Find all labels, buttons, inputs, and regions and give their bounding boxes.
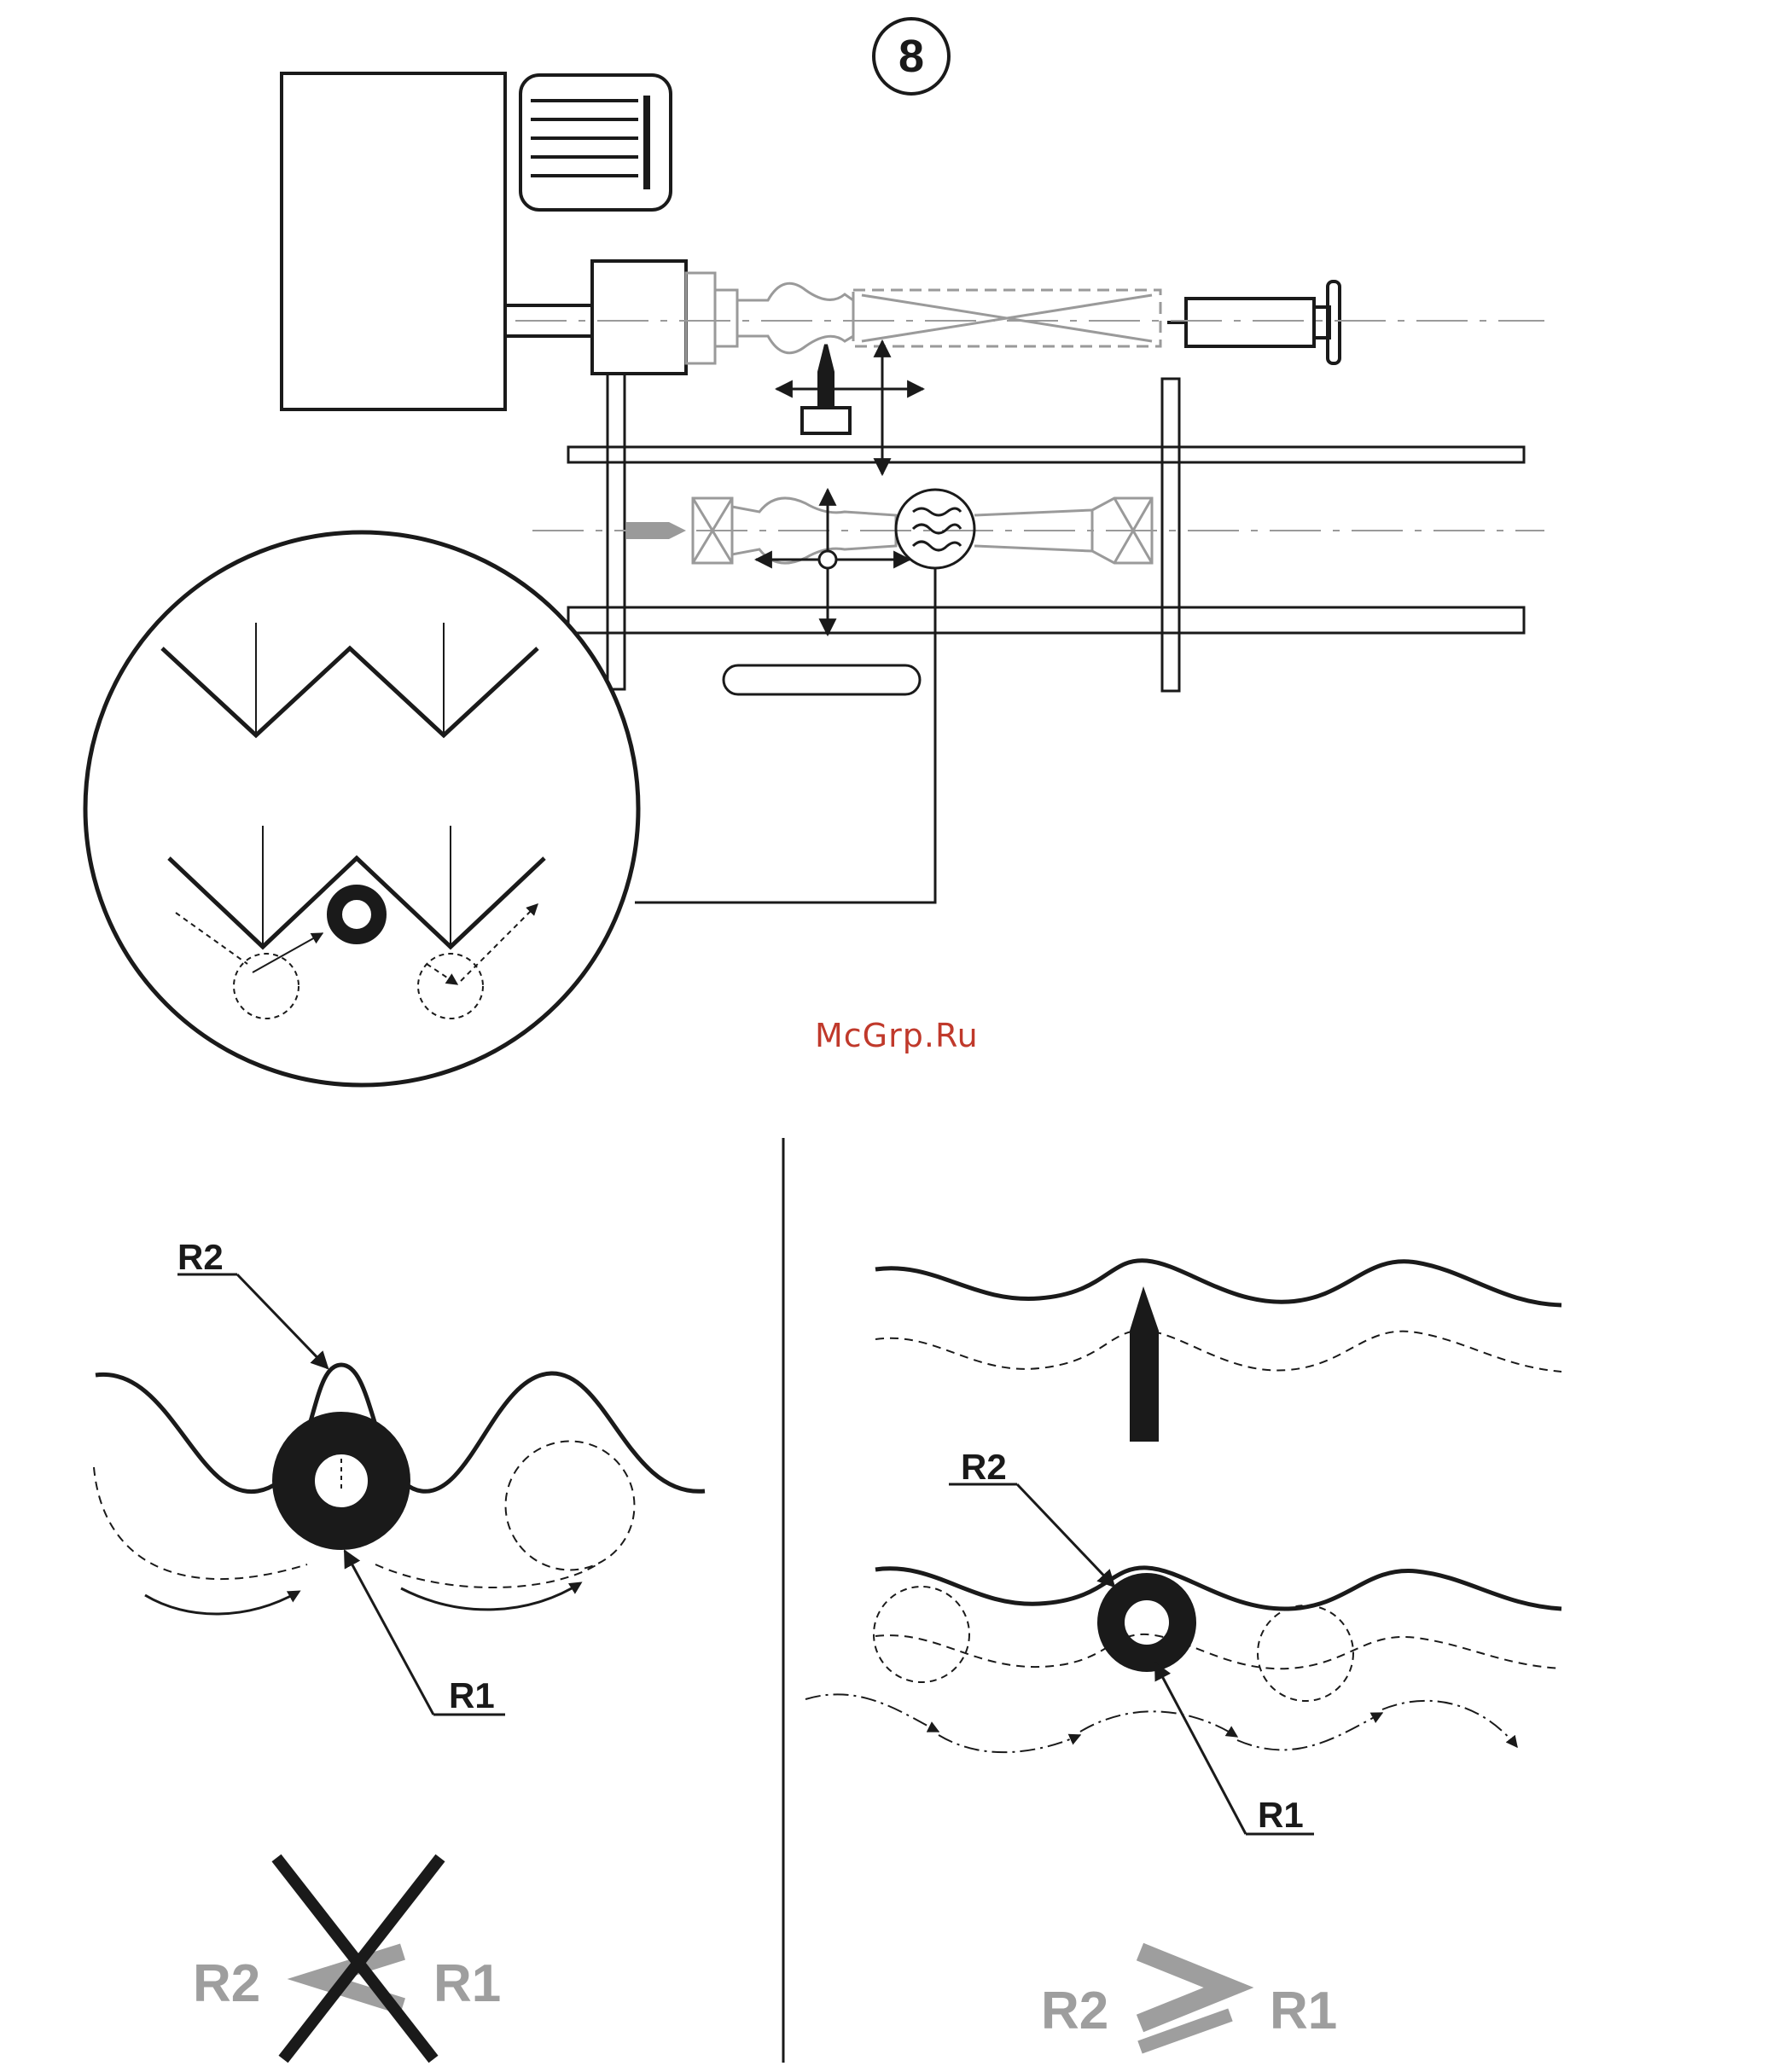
workpiece-upper — [853, 290, 1160, 346]
figure-number: 8 — [898, 31, 924, 82]
right-wave-top-dashed — [875, 1331, 1561, 1372]
right-label-r2: R2 — [961, 1447, 1007, 1487]
right-wave-bottom-dashed — [875, 1634, 1561, 1669]
right-roller — [1111, 1587, 1183, 1658]
motor-fins — [520, 75, 671, 210]
pivot-point — [819, 551, 836, 568]
watermark-text: McGrp.Ru — [815, 1017, 979, 1054]
bed-rail-bottom — [568, 607, 1524, 633]
right-wave-bottom — [875, 1568, 1561, 1609]
right-wave-top — [875, 1261, 1561, 1305]
motor-housing — [282, 73, 505, 409]
detail-leader-line — [635, 568, 935, 903]
tool-lower — [626, 522, 686, 539]
right-rule-r2: R2 — [1041, 1982, 1108, 2040]
right-label-r1: R1 — [1258, 1795, 1304, 1835]
figure-number-badge: 8 — [874, 19, 949, 94]
bed-slot — [724, 665, 920, 694]
support-column-right — [1162, 379, 1179, 691]
left-label-r1: R1 — [449, 1675, 495, 1715]
bed-rail-top — [568, 447, 1524, 462]
tailstock — [1167, 281, 1340, 363]
left-roller — [294, 1433, 389, 1529]
thread-roller — [896, 490, 974, 568]
right-cutting-tool — [1130, 1286, 1159, 1442]
right-rule: R2 R1 — [1041, 1952, 1337, 2047]
left-panel — [94, 1274, 705, 1715]
right-panel — [805, 1261, 1561, 1834]
spindle-head — [592, 261, 686, 374]
right-rule-r1: R1 — [1270, 1982, 1337, 2040]
left-rule-r2: R2 — [193, 1954, 260, 2013]
left-rule-r1: R1 — [433, 1954, 501, 2013]
left-rule: R2 R1 — [193, 1858, 501, 2059]
detail-magnifier — [85, 532, 638, 1085]
greater-equal-symbol — [1140, 1952, 1229, 2023]
left-label-r2: R2 — [177, 1237, 224, 1277]
